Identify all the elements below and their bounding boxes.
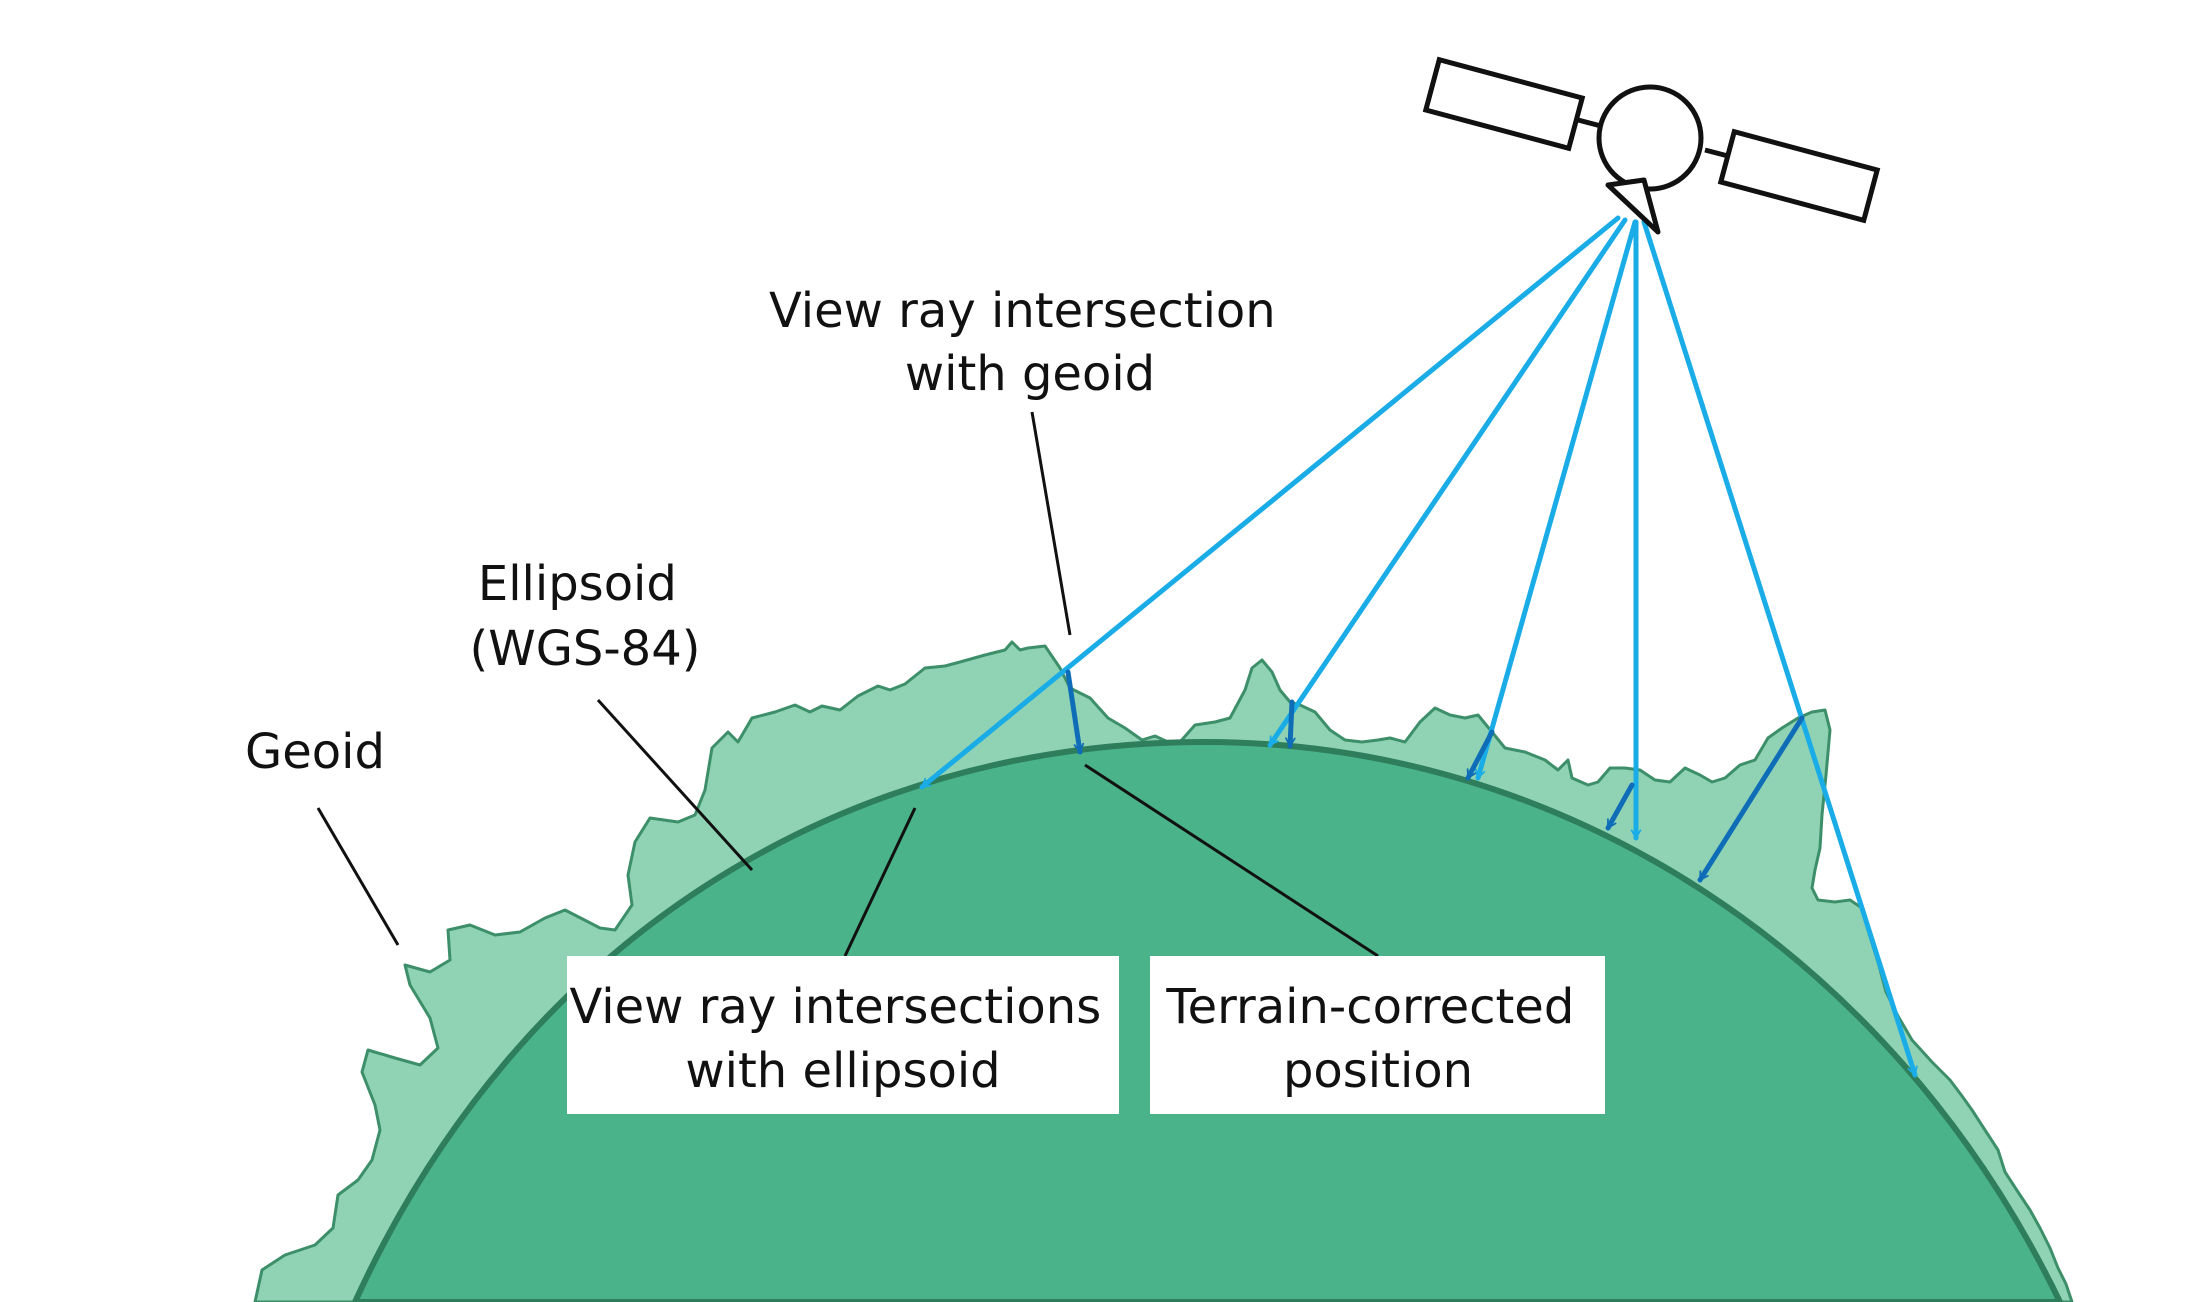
view-ray: [1641, 219, 1918, 1078]
label-ellipsoid: Ellipsoid (WGS-84): [470, 556, 701, 677]
correction-arrow: [1465, 729, 1495, 781]
label-ray-ellipsoid-line1: View ray intersections: [570, 979, 1102, 1035]
view-ray: [1267, 217, 1628, 748]
label-terrain-line2: position: [1283, 1043, 1473, 1099]
label-terrain-line1: Terrain-corrected: [1165, 979, 1574, 1035]
solar-panel-right: [1717, 128, 1881, 224]
correction-arrow: [1605, 782, 1635, 831]
leader-lines: [316, 411, 1379, 958]
correction-arrows: [1065, 669, 1805, 883]
label-ellipsoid-line1: Ellipsoid: [478, 556, 677, 612]
label-ray-ellipsoid: View ray intersections with ellipsoid: [570, 979, 1117, 1099]
satellite-body: [1596, 84, 1704, 192]
leader-ray-geoid: [1030, 411, 1072, 636]
correction-arrow: [1065, 669, 1085, 755]
correction-arrow: [1285, 699, 1296, 749]
label-terrain: Terrain-corrected position: [1165, 979, 1589, 1099]
leader-ray-ellipsoid: [843, 807, 917, 957]
satellite-icon: [1422, 56, 1881, 235]
correction-arrow: [1697, 715, 1805, 883]
label-ray-ellipsoid-line2: with ellipsoid: [685, 1043, 1000, 1099]
solar-panel-left: [1422, 56, 1586, 152]
label-ellipsoid-line2: (WGS-84): [470, 621, 701, 677]
label-ray-geoid-line1: View ray intersection: [769, 283, 1276, 339]
leader-ellipsoid: [596, 698, 754, 872]
view-ray: [1474, 219, 1638, 781]
view-ray: [919, 215, 1621, 790]
satellite-antenna: [1605, 177, 1661, 235]
label-box-ray-ellipsoid: [567, 956, 1119, 1114]
leader-geoid: [316, 807, 400, 946]
label-geoid: Geoid: [245, 724, 385, 780]
label-box-terrain: [1150, 956, 1605, 1114]
leader-terrain: [1084, 763, 1379, 958]
label-ray-geoid: View ray intersection with geoid: [769, 283, 1291, 402]
label-ray-geoid-line2: with geoid: [905, 346, 1155, 402]
view-rays: [919, 215, 1918, 1078]
